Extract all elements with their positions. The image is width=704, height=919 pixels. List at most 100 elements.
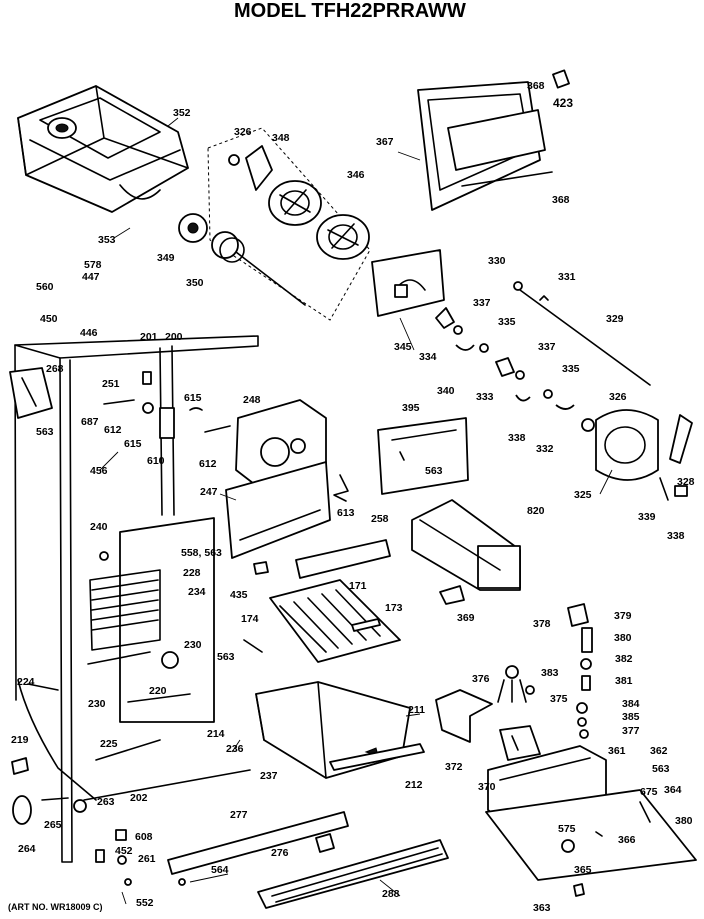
part-365: 365 (574, 864, 592, 876)
bracket-268 (9, 367, 53, 419)
dispenser-parts-right (567, 603, 593, 739)
part-395: 395 (402, 402, 420, 414)
leader-lines (99, 117, 613, 905)
part-563d: 563 (652, 763, 670, 775)
part-234: 234 (188, 586, 206, 598)
clip-435 (253, 561, 269, 575)
part-564: 564 (211, 864, 229, 876)
part-370: 370 (478, 781, 496, 793)
control-board-395 (377, 417, 469, 495)
part-563a: 563 (36, 426, 54, 438)
part-381: 381 (615, 675, 633, 687)
part-369: 369 (457, 612, 475, 624)
rail-258 (295, 539, 391, 579)
part-230b: 230 (88, 698, 106, 710)
part-447: 447 (82, 271, 100, 283)
part-368b: 368 (552, 194, 570, 206)
part-202: 202 (130, 792, 148, 804)
small-parts-326-348 (228, 145, 273, 191)
part-258: 258 (371, 513, 389, 525)
part-610: 610 (147, 455, 165, 467)
ice-bin-211 (255, 681, 425, 779)
part-563b: 563 (425, 465, 443, 477)
part-612b: 612 (199, 458, 217, 470)
part-612a: 612 (104, 424, 122, 436)
part-261: 261 (138, 853, 156, 865)
part-173: 173 (385, 602, 403, 614)
part-376: 376 (472, 673, 490, 685)
part-361: 361 (608, 745, 626, 757)
part-372: 372 (445, 761, 463, 773)
model-title: MODEL TFH22PRRAWW (234, 0, 466, 22)
part-613: 613 (337, 507, 355, 519)
part-615b: 615 (184, 392, 202, 404)
part-288: 288 (382, 888, 400, 900)
part-366: 366 (618, 834, 636, 846)
wiring-376-375 (497, 665, 535, 703)
duct-assembly-247-248 (225, 399, 331, 559)
part-687: 687 (81, 416, 99, 428)
ice-maker-820 (411, 499, 521, 605)
fan-613 (333, 474, 349, 502)
dispenser-door-367 (417, 69, 570, 211)
part-446: 446 (80, 327, 98, 339)
fan-blades-346 (268, 180, 370, 260)
part-171: 171 (349, 580, 367, 592)
part-375: 375 (550, 693, 568, 705)
linkage-parts (435, 307, 575, 410)
part-329: 329 (606, 313, 624, 325)
motor-plate-345 (371, 249, 651, 386)
part-201: 201 (140, 331, 158, 343)
part-211: 211 (408, 704, 425, 716)
part-456: 456 (90, 465, 108, 477)
part-333: 333 (476, 391, 494, 403)
part-268: 268 (46, 363, 64, 375)
part-240: 240 (90, 521, 108, 533)
part-326b: 326 (609, 391, 627, 403)
part-326a: 326 (234, 126, 252, 138)
basket-171 (269, 579, 401, 663)
part-338b: 338 (667, 530, 685, 542)
small-parts-251-615 (103, 371, 231, 439)
part-675: 675 (640, 786, 658, 798)
part-225: 225 (100, 738, 118, 750)
part-563c: 563 (217, 651, 235, 663)
part-367: 367 (376, 136, 394, 148)
part-228: 228 (183, 567, 201, 579)
base-assembly-361-380 (485, 745, 697, 897)
part-325: 325 (574, 489, 592, 501)
part-363: 363 (533, 902, 551, 914)
part-331: 331 (558, 271, 576, 283)
part-364: 364 (664, 784, 682, 796)
part-265: 265 (44, 819, 62, 831)
part-378: 378 (533, 618, 551, 630)
part-219: 219 (11, 734, 29, 746)
part-277: 277 (230, 809, 248, 821)
part-247: 247 (200, 486, 218, 498)
tubing-224-225 (11, 679, 161, 801)
part-382: 382 (615, 653, 633, 665)
rod-174 (243, 639, 263, 653)
part-575: 575 (558, 823, 576, 835)
bottom-left-parts (12, 769, 251, 825)
part-345: 345 (394, 341, 412, 353)
part-338a: 338 (508, 432, 526, 444)
part-385a: 385 (622, 711, 640, 723)
part-362: 362 (650, 745, 668, 757)
part-labels: 352 326 348 346 367 368 423 368 353 349 … (11, 80, 695, 914)
part-377: 377 (622, 725, 640, 737)
part-263: 263 (97, 796, 115, 808)
part-350: 350 (186, 277, 204, 289)
dashed-mount-outline (207, 127, 371, 321)
part-339: 339 (638, 511, 656, 523)
part-251: 251 (102, 378, 120, 390)
part-335a: 335 (498, 316, 516, 328)
bottom-rail-277-grille-288 (167, 811, 449, 909)
part-384: 384 (622, 698, 640, 710)
part-349: 349 (157, 252, 175, 264)
part-337a: 337 (473, 297, 491, 309)
part-264: 264 (18, 843, 36, 855)
part-214: 214 (207, 728, 225, 740)
part-552: 552 (136, 897, 154, 909)
part-212: 212 (405, 779, 423, 791)
